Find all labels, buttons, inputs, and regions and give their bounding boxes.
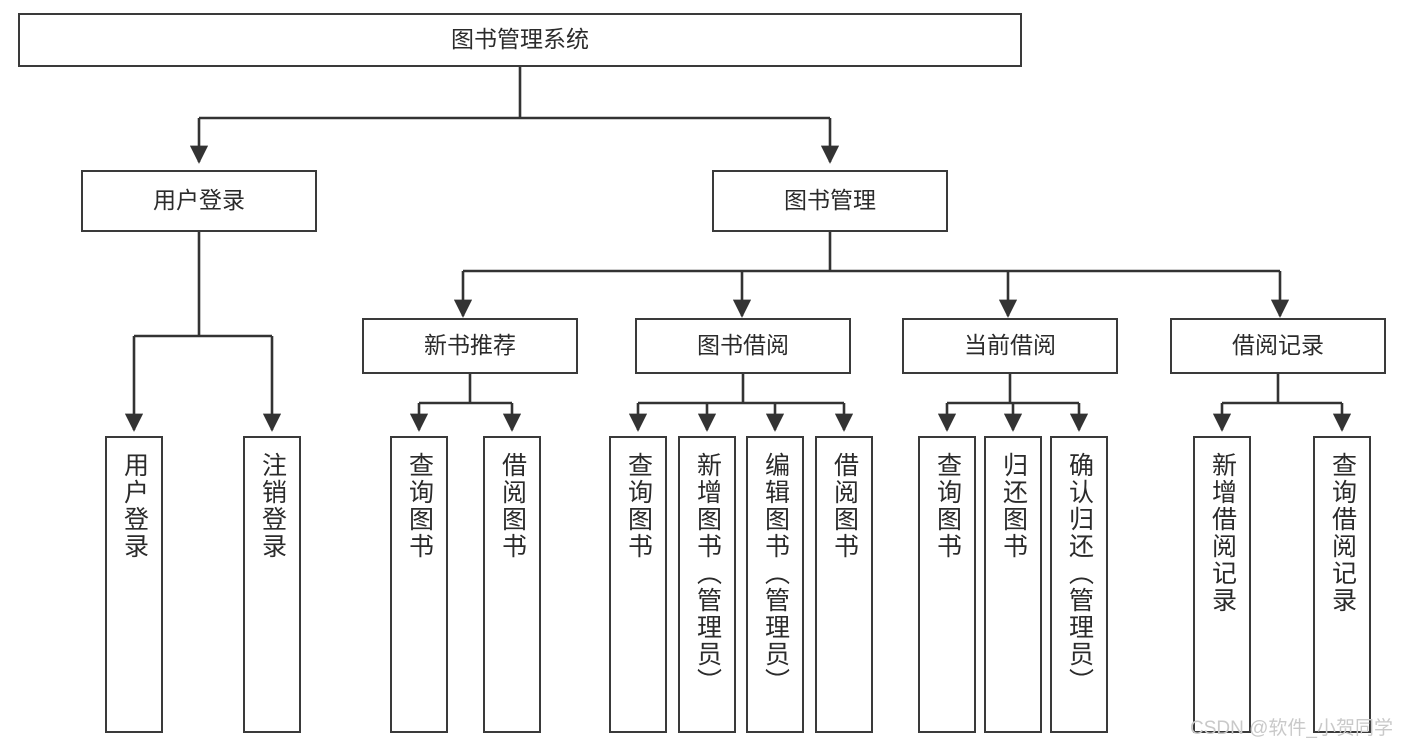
node-new-book-recommend[interactable]: 新书推荐 xyxy=(362,318,578,374)
node-label: 图书管理系统 xyxy=(451,26,589,53)
leaf-current-borrow-confirm-return-admin[interactable]: 确认归还（管理员） xyxy=(1050,436,1108,733)
node-label: 编辑图书（管理员） xyxy=(761,452,790,695)
leaf-borrow-record-add-record[interactable]: 新增借阅记录 xyxy=(1193,436,1251,733)
node-book-management[interactable]: 图书管理 xyxy=(712,170,948,232)
leaf-new-book-query-book[interactable]: 查询图书 xyxy=(390,436,448,733)
node-label: 查询图书 xyxy=(624,452,653,560)
node-root-library-management-system[interactable]: 图书管理系统 xyxy=(18,13,1022,67)
node-user-login[interactable]: 用户登录 xyxy=(81,170,317,232)
leaf-book-borrow-add-book-admin[interactable]: 新增图书（管理员） xyxy=(678,436,736,733)
node-label: 新增图书（管理员） xyxy=(693,452,722,695)
node-label: 用户登录 xyxy=(120,452,149,560)
node-label: 查询图书 xyxy=(933,452,962,560)
leaf-current-borrow-query-book[interactable]: 查询图书 xyxy=(918,436,976,733)
leaf-book-borrow-borrow-book[interactable]: 借阅图书 xyxy=(815,436,873,733)
leaf-book-borrow-query-book[interactable]: 查询图书 xyxy=(609,436,667,733)
leaf-current-borrow-return-book[interactable]: 归还图书 xyxy=(984,436,1042,733)
leaf-user-login-login[interactable]: 用户登录 xyxy=(105,436,163,733)
node-label: 当前借阅 xyxy=(964,332,1056,359)
node-label: 查询借阅记录 xyxy=(1328,452,1357,614)
watermark: CSDN @软件_小贺同学 xyxy=(1190,718,1393,739)
node-label: 归还图书 xyxy=(999,452,1028,560)
node-label: 确认归还（管理员） xyxy=(1065,452,1094,695)
node-label: 查询图书 xyxy=(405,452,434,560)
node-label: 借阅图书 xyxy=(830,452,859,560)
node-label: 新增借阅记录 xyxy=(1208,452,1237,614)
node-label: 图书管理 xyxy=(784,187,876,214)
node-label: 借阅图书 xyxy=(498,452,527,560)
leaf-book-borrow-edit-book-admin[interactable]: 编辑图书（管理员） xyxy=(746,436,804,733)
leaf-borrow-record-query-record[interactable]: 查询借阅记录 xyxy=(1313,436,1371,733)
node-label: 图书借阅 xyxy=(697,332,789,359)
node-borrow-record[interactable]: 借阅记录 xyxy=(1170,318,1386,374)
node-label: 注销登录 xyxy=(258,452,287,560)
node-label: 新书推荐 xyxy=(424,332,516,359)
node-label: 用户登录 xyxy=(153,187,245,214)
node-label: 借阅记录 xyxy=(1232,332,1324,359)
leaf-user-login-logout[interactable]: 注销登录 xyxy=(243,436,301,733)
node-book-borrow[interactable]: 图书借阅 xyxy=(635,318,851,374)
node-current-borrow[interactable]: 当前借阅 xyxy=(902,318,1118,374)
leaf-new-book-borrow-book[interactable]: 借阅图书 xyxy=(483,436,541,733)
